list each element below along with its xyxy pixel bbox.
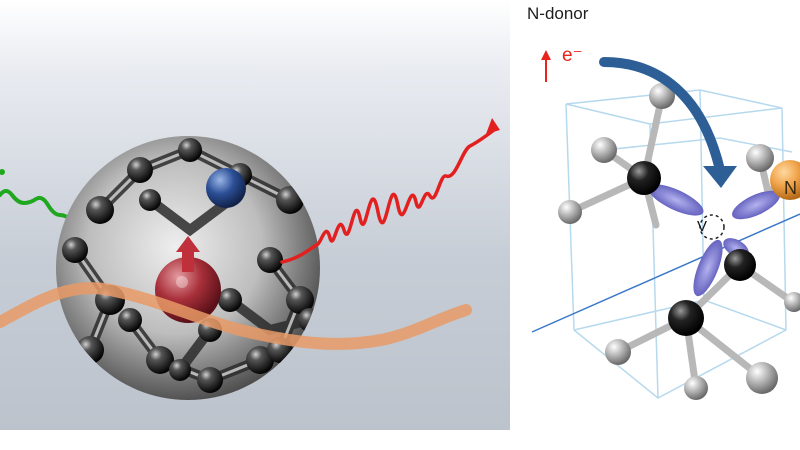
emission-arrow-icon — [280, 118, 500, 264]
transfer-arrow-icon — [599, 57, 737, 188]
electron-label: e⁻ — [562, 45, 583, 66]
lattice-cell — [565, 89, 793, 399]
field-line — [0, 282, 472, 350]
nitrogen-atom-label: N — [784, 178, 797, 198]
electron-up-arrow-icon — [541, 50, 551, 82]
nitrogen-donor-atom — [770, 160, 800, 200]
vacancy-label: V — [697, 218, 708, 235]
vacancy-site — [699, 214, 725, 240]
atoms — [558, 83, 800, 400]
symmetry-axis — [531, 213, 800, 333]
diamond-lattice-sphere — [56, 136, 320, 400]
nitrogen-atom — [206, 168, 246, 208]
n-donor-label: N-donor — [527, 4, 589, 23]
